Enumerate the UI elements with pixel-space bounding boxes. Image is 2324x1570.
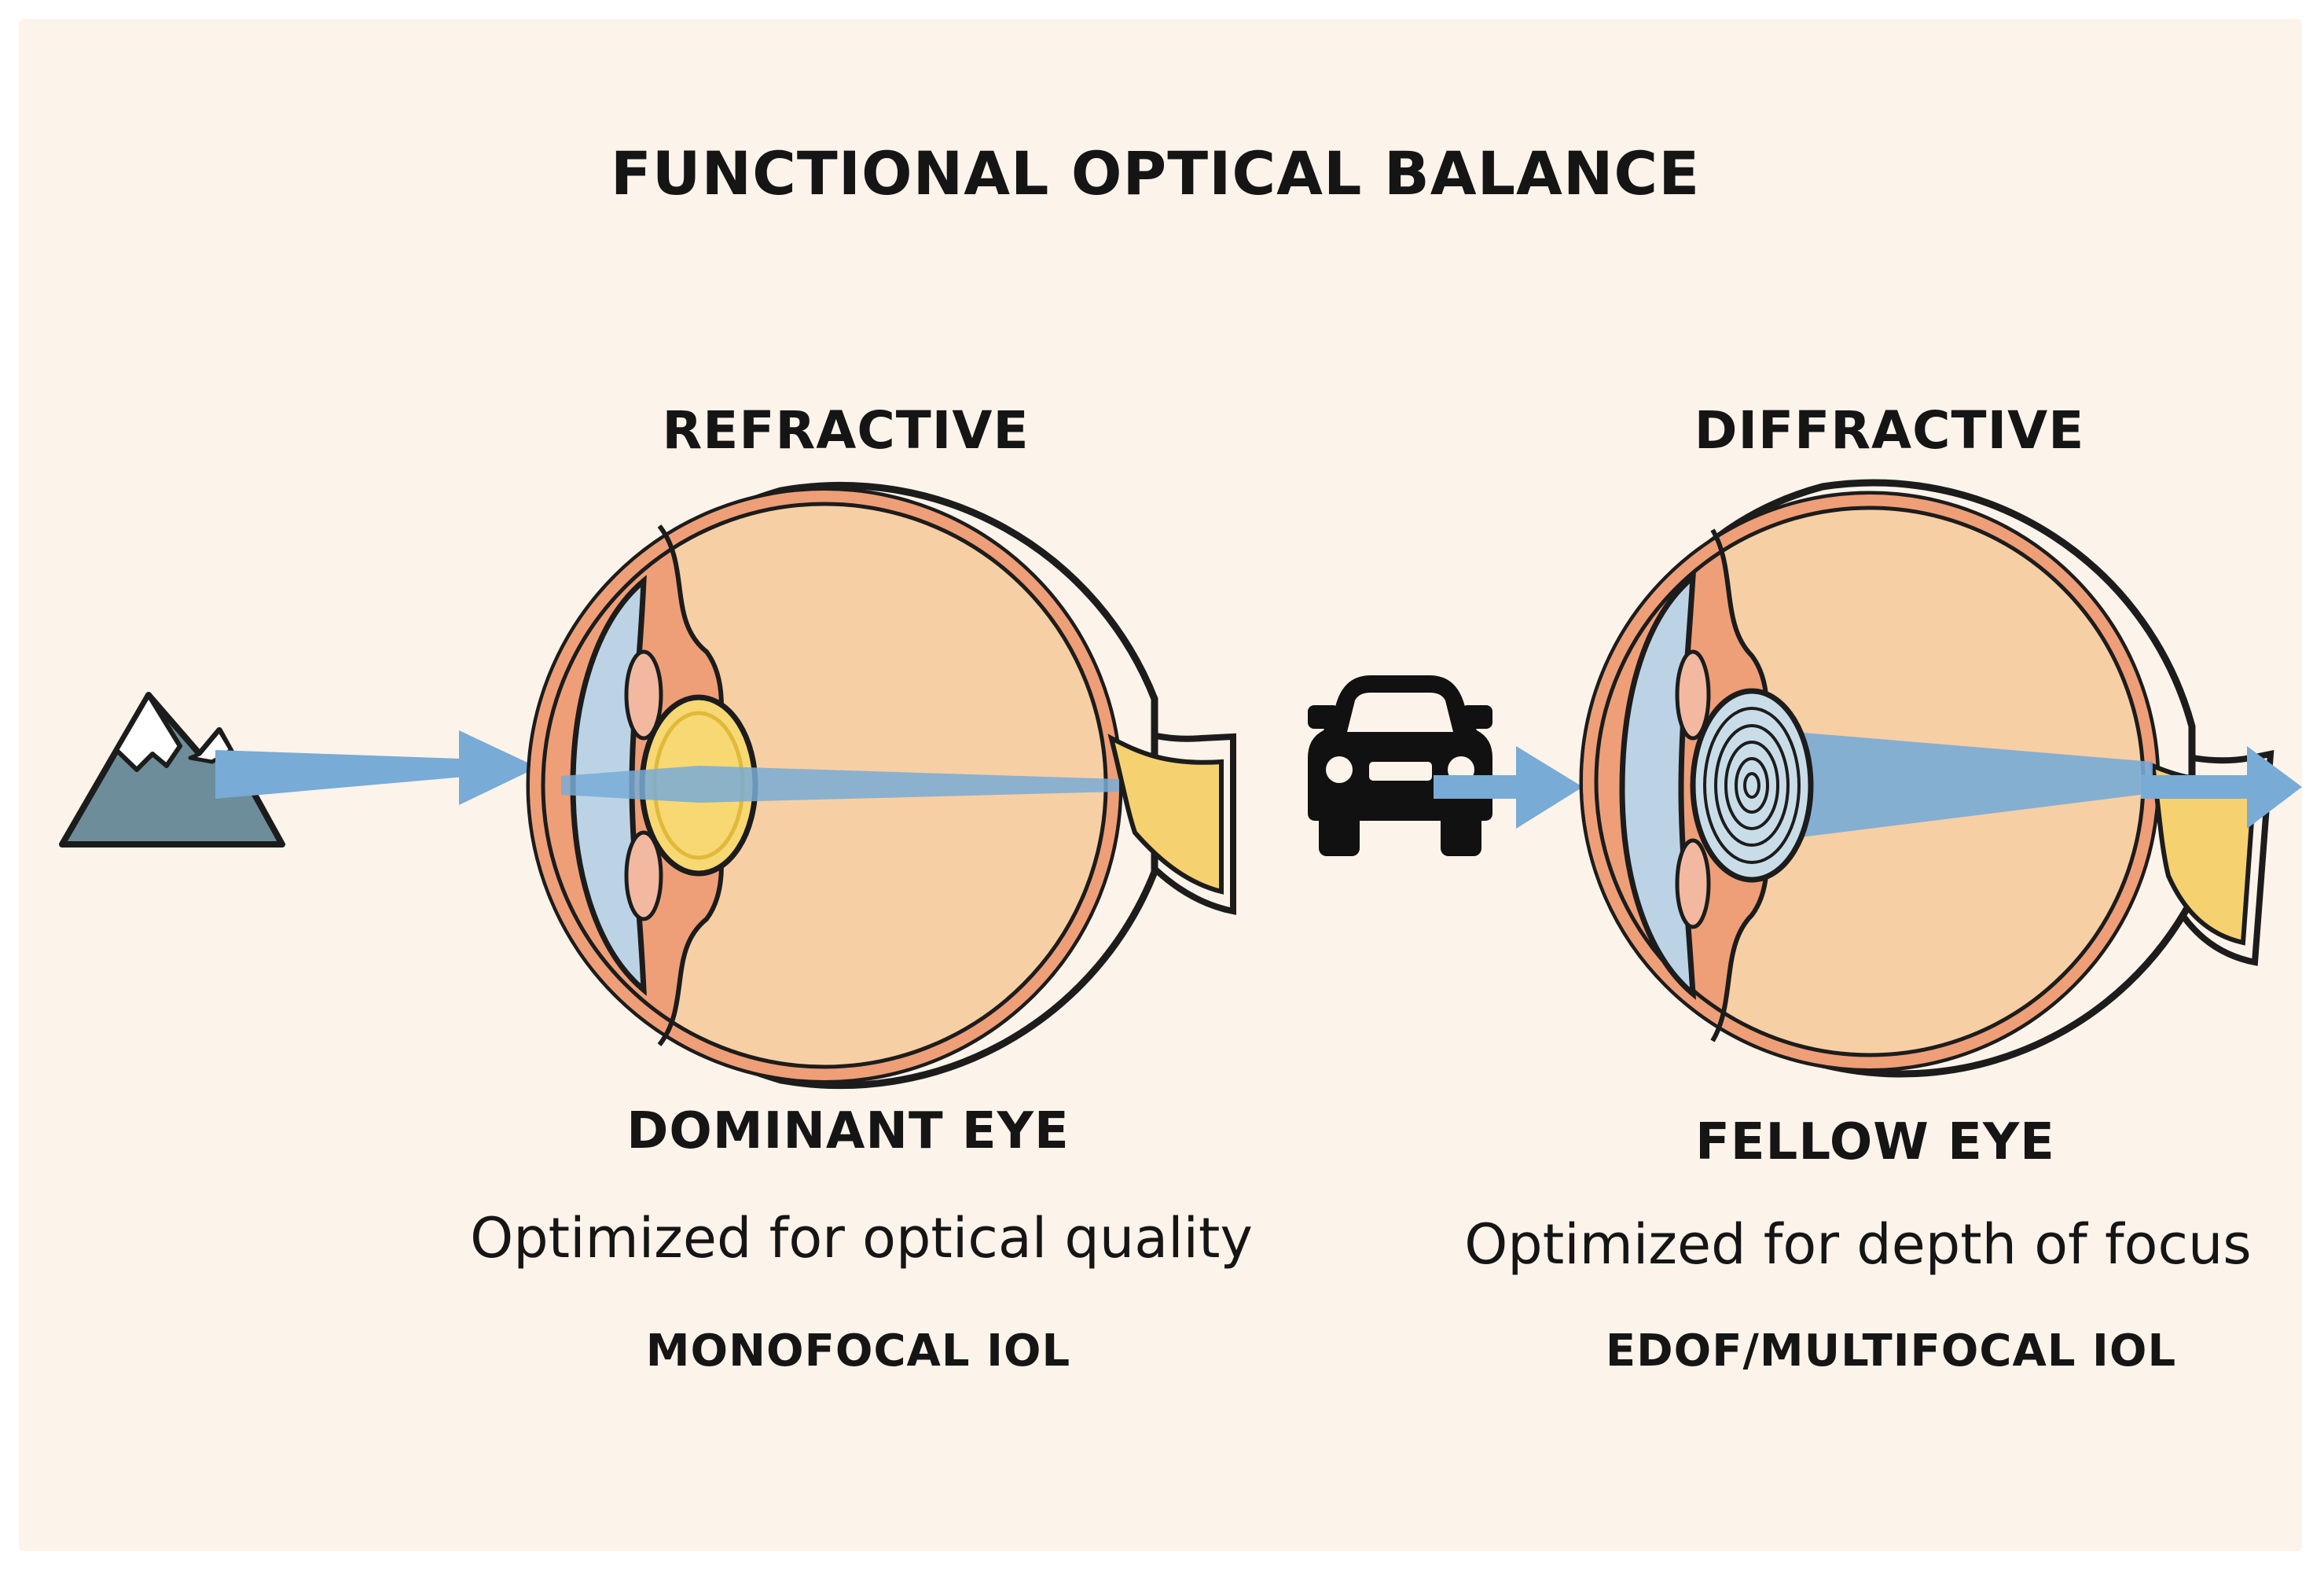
left-heading: REFRACTIVE — [662, 400, 1030, 461]
diagram-canvas: FUNCTIONAL OPTICAL BALANCE REFRACTIVE DI… — [19, 19, 2302, 1551]
outgoing-light-ray-right — [2141, 746, 2302, 829]
diagram-title: FUNCTIONAL OPTICAL BALANCE — [610, 138, 1701, 208]
incoming-light-ray-left — [215, 730, 538, 805]
right-eye-diagram — [1579, 479, 2274, 1078]
left-eye-label: DOMINANT EYE — [626, 1102, 1070, 1160]
left-lens-type: MONOFOCAL IOL — [645, 1325, 1071, 1377]
right-eye-label: FELLOW EYE — [1695, 1113, 2055, 1171]
right-lens-type: EDOF/MULTIFOCAL IOL — [1605, 1325, 2177, 1377]
incoming-light-ray-right — [1434, 746, 1583, 829]
right-description: Optimized for depth of focus — [1464, 1212, 2252, 1277]
right-heading: DIFFRACTIVE — [1694, 400, 2085, 461]
diagram-artwork — [59, 479, 2302, 1090]
left-eye-diagram — [526, 481, 1236, 1090]
car-icon — [1308, 675, 1492, 856]
left-description: Optimized for optical quality — [470, 1206, 1253, 1270]
